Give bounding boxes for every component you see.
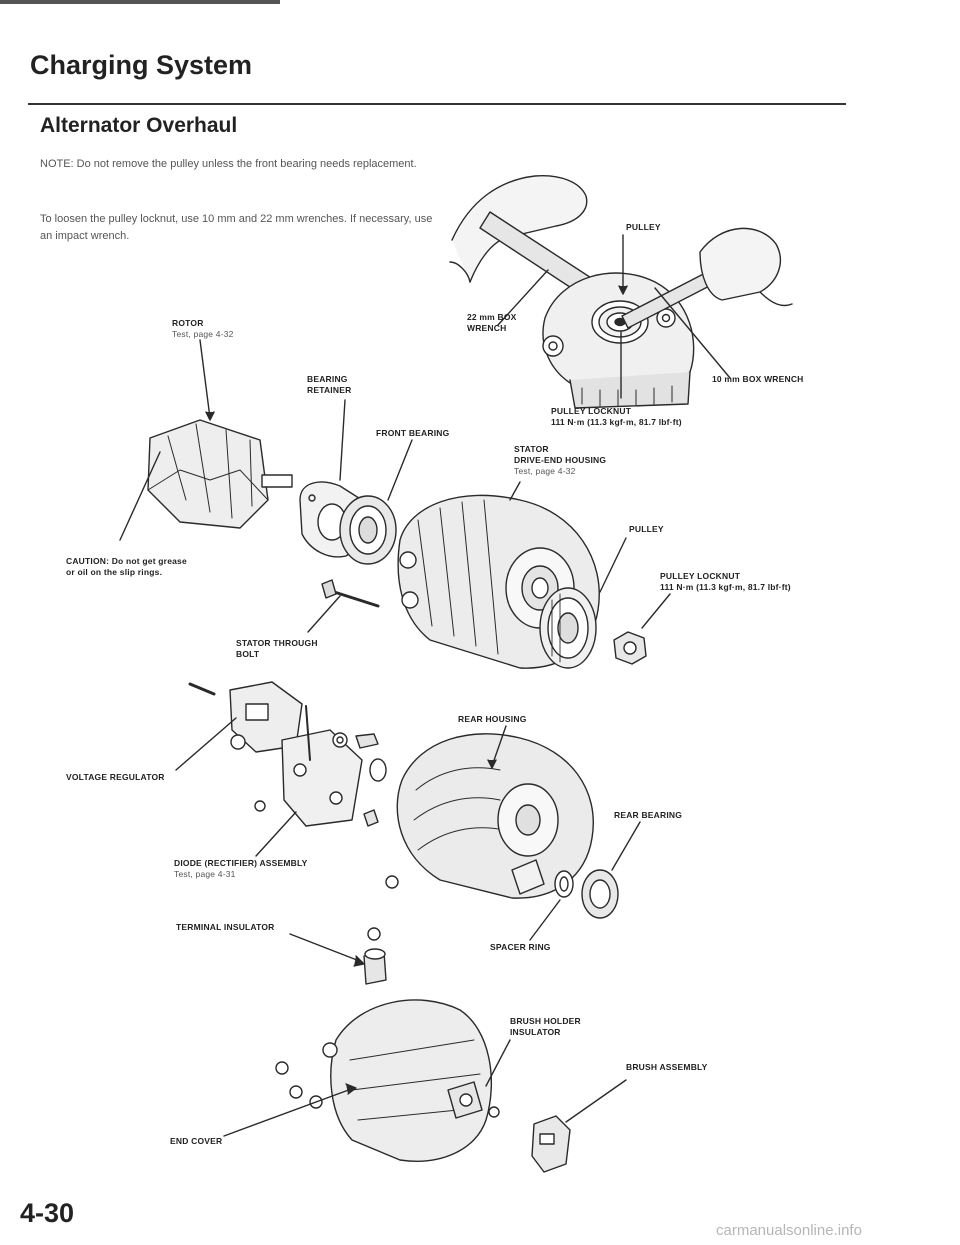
stator-through-bolt-part [307,579,380,633]
note-text: NOTE: Do not remove the pulley unless th… [40,158,417,170]
rear-housing-part [396,725,594,899]
leader-front-bearing [387,439,413,501]
leader-terminal [289,933,363,963]
watermark-text: carmanualsonline.info [716,1222,862,1239]
brush-holder-insulator-part [447,1039,511,1119]
label-pulley-top: PULLEY [626,222,661,232]
leader-22mm [497,269,549,326]
leader-end-cover [223,1087,355,1137]
voltage-regulator-part [175,681,303,771]
label-spacer-ring: SPACER RING [490,942,551,952]
front-bearing-part [339,439,413,565]
label-rear-bearing: REAR BEARING [614,810,683,820]
leader-regulator [175,717,237,771]
section-title: Charging System [30,50,253,80]
leader-brush-holder [485,1039,511,1087]
leader-brush-assembly [565,1079,627,1123]
label-end-cover: END COVER [170,1136,223,1146]
label-terminal-insulator: TERMINAL INSULATOR [176,922,275,932]
instruction-text: To loosen the pulley locknut, use 10 mm … [40,213,433,242]
label-10mm-wrench: 10 mm BOX WRENCH [712,374,804,384]
leader-rotor [199,339,211,419]
label-front-bearing: FRONT BEARING [376,428,450,438]
label-pulley-mid: PULLEY [629,524,664,534]
rear-bearing-part [581,821,641,919]
label-brush-assembly: BRUSH ASSEMBLY [626,1062,708,1072]
label-voltage-regulator: VOLTAGE REGULATOR [66,772,165,782]
leader-diode [255,811,297,857]
leader-bolt [307,595,341,633]
brush-assembly-part [531,1079,627,1173]
leader-10mm [654,287,731,379]
right-hand [699,227,781,301]
page-number: 4-30 [20,1198,75,1228]
leader-locknut-mid [641,593,671,629]
small-hardware [332,732,399,889]
rotor-part [119,339,293,541]
spacer-ring-part [511,859,574,941]
leader-spacer [529,899,561,941]
left-hand [451,175,588,283]
leader-rear-housing [491,725,507,767]
label-rear-housing: REAR HOUSING [458,714,527,724]
title-rule [28,103,846,105]
leader-rear-bearing [611,821,641,871]
leader-stator [509,481,521,501]
subsection-title: Alternator Overhaul [40,114,238,137]
leader-retainer [339,399,346,481]
pulley-locknut-part [613,593,671,665]
end-cover-part [223,999,492,1162]
top-rule [0,0,280,4]
pulley-part [539,537,627,669]
pulley-removal-figure [449,175,793,409]
diode-assembly-part [254,705,363,857]
terminal-insulator-part [289,927,387,985]
leader-pulley-mid [599,537,627,593]
leader-caution [119,451,161,541]
